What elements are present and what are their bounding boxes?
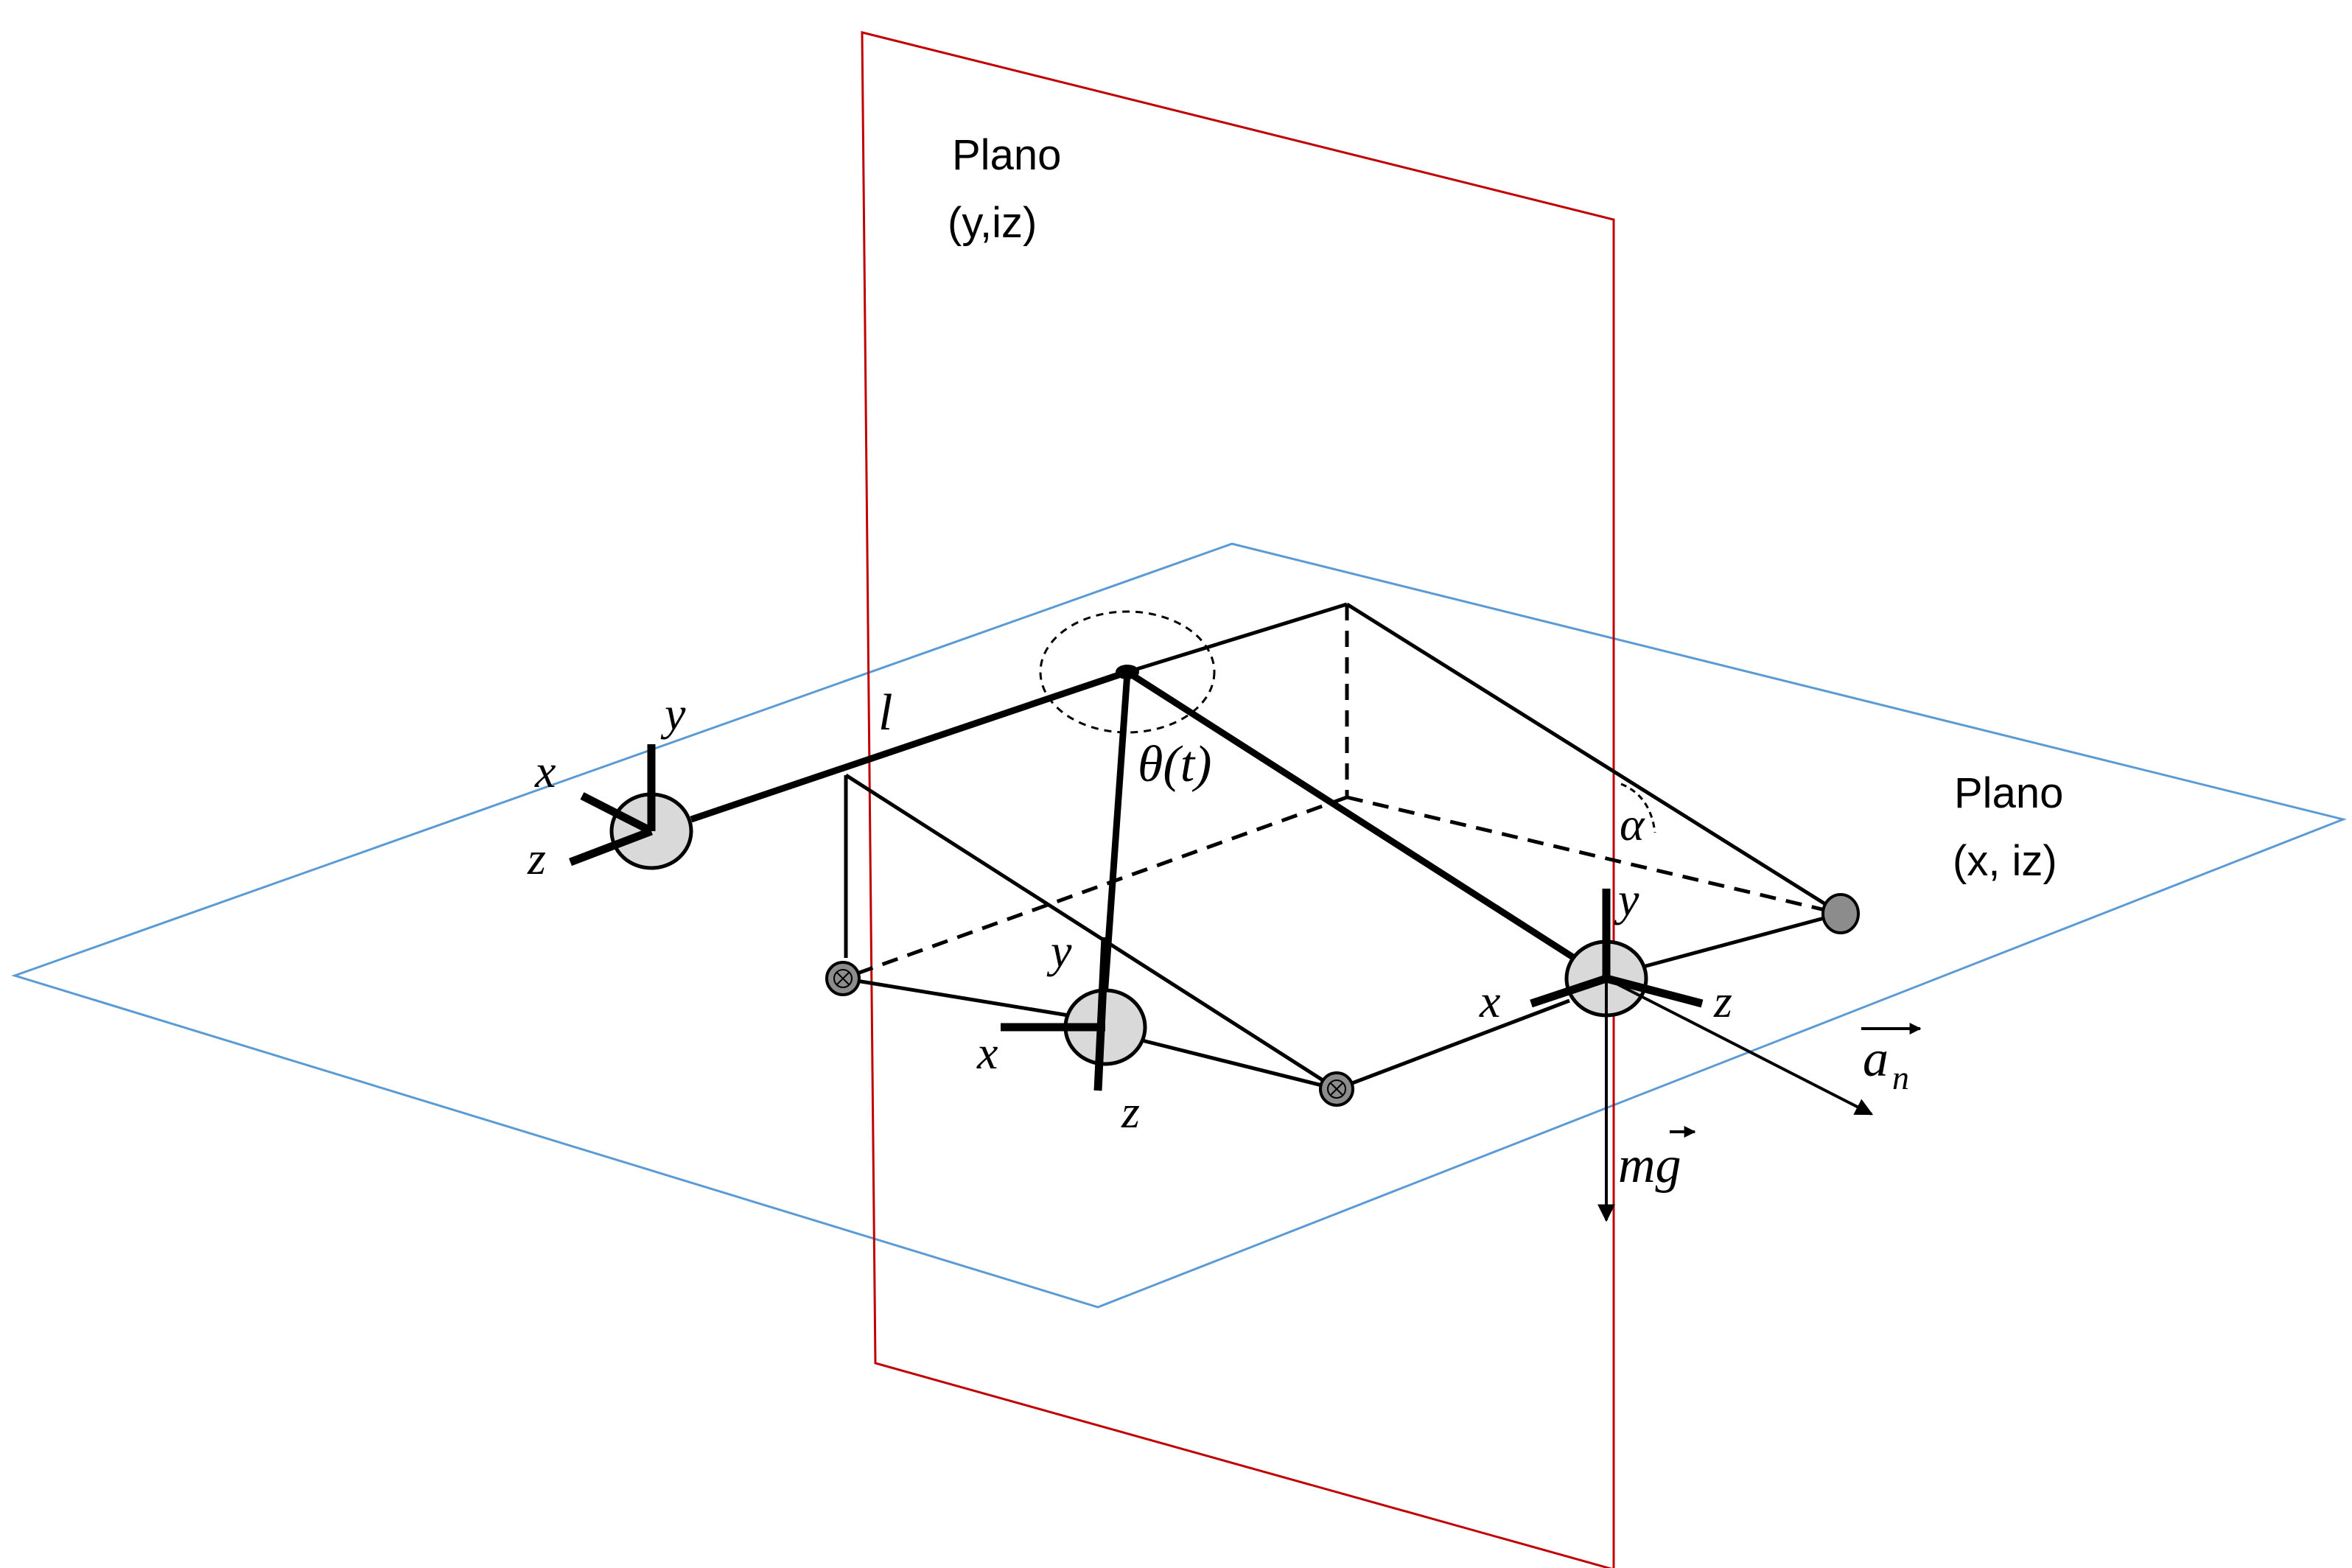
pin-bottom-icon — [1319, 1071, 1354, 1107]
middle-axis-y — [1093, 937, 1110, 1091]
horizontal-plane-label-line1: Plano — [1954, 769, 2063, 817]
middle-frame-y-label: y — [1046, 925, 1072, 977]
mass-far-right — [1821, 893, 1860, 934]
horizontal-plane-label-line2: (x, iz) — [1953, 837, 2057, 885]
vertical-plane-label-line1: Plano — [952, 131, 1061, 179]
line-right-to-rightmass — [1642, 911, 1841, 969]
middle-frame-x-label: x — [976, 1026, 998, 1079]
rod-left — [690, 668, 1129, 823]
alpha-angle-arc — [1620, 783, 1656, 833]
rod-top-right — [1345, 602, 1842, 916]
diag-left-top-to-pin — [844, 773, 1338, 1091]
normal-accel-label: a n — [1861, 1023, 1922, 1096]
weight-label: mg — [1618, 1126, 1696, 1194]
normal-accel-arrow — [1606, 977, 1874, 1116]
dashed-to-right-mass — [1346, 795, 1841, 916]
line-middle-to-pin — [1141, 1038, 1337, 1091]
theta-label: θ(t) — [1138, 736, 1211, 793]
right-frame-z-label: z — [1713, 975, 1732, 1027]
right-frame-x-label: x — [1479, 975, 1500, 1027]
middle-frame-z-label: z — [1121, 1085, 1140, 1138]
left-frame-x-label: x — [534, 745, 556, 797]
line-leftpin-to-middle — [842, 976, 1069, 1018]
rod-pivot-right — [1125, 669, 1609, 981]
svg-text:mg: mg — [1618, 1137, 1681, 1194]
dashed-to-left-pin — [842, 795, 1348, 981]
alpha-label: α — [1620, 798, 1645, 850]
right-axis-z — [1605, 974, 1704, 1008]
left-axis-z — [569, 827, 653, 867]
left-axis-x — [580, 792, 654, 835]
rod-top — [1127, 602, 1348, 674]
left-frame-z-label: z — [527, 832, 546, 884]
line-pin-to-right — [1336, 998, 1570, 1091]
rotation-path-circle — [1039, 610, 1216, 734]
svg-text:n: n — [1892, 1059, 1909, 1096]
svg-text:a: a — [1863, 1031, 1889, 1088]
pin-left-icon — [825, 961, 861, 996]
length-label: l — [878, 685, 892, 741]
pivot-point — [1116, 665, 1139, 679]
right-axis-x — [1530, 974, 1608, 1008]
left-frame-y-label: y — [660, 687, 686, 740]
vertical-plane-label-line2: (y,iz) — [948, 199, 1037, 247]
horizontal-plane — [11, 542, 2347, 1309]
vertical-plane — [861, 31, 1615, 1568]
right-frame-y-label: y — [1614, 873, 1639, 925]
